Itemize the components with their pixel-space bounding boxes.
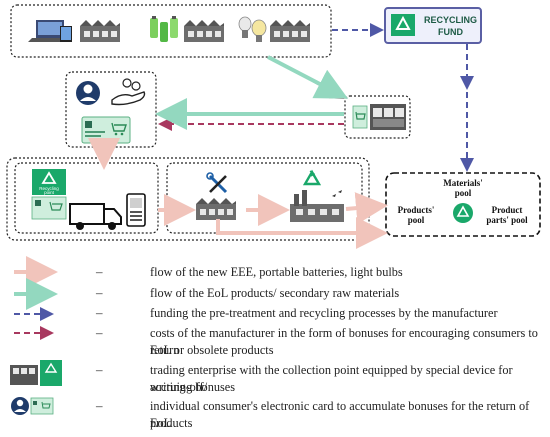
recycling-plant-icon (290, 190, 344, 222)
legend-dash: – (96, 362, 103, 377)
legend-dash: – (96, 285, 103, 300)
legend-consumer-card-icon (11, 397, 54, 415)
collection-point-box (14, 162, 159, 234)
parts-pool-label-line2: parts' pool (486, 215, 528, 225)
flow-arrow (345, 192, 388, 225)
trading-enterprise-box (344, 95, 411, 139)
pools-box (385, 172, 541, 237)
hand-coins-icon (111, 78, 146, 106)
products-pool-label-line1: Products' (398, 205, 435, 215)
materials-pool-label-line2: pool (455, 188, 472, 198)
recycling-point-label-line2: point (44, 190, 55, 195)
fund-label-line1: RECYCLING (424, 15, 477, 25)
factory-icon (270, 20, 310, 42)
batteries-icon (150, 16, 178, 42)
legend-dash: – (96, 305, 103, 320)
legend-item-funding: – funding the pre-treatment and recyclin… (0, 305, 550, 325)
factory-icon (184, 20, 224, 42)
parts-pool-label-line1: Product (492, 205, 523, 215)
legend-label-continued: accruing bonuses (150, 380, 236, 394)
products-pool-label-line2: pool (408, 215, 425, 225)
legend-label: individual consumer's electronic card to… (150, 399, 530, 430)
recycling-point-card: Recycling point (31, 169, 67, 220)
recycle-symbol-icon (303, 169, 321, 186)
tools-icon (206, 172, 228, 194)
legend-label-continued: products (150, 416, 193, 430)
recycle-logo-icon (391, 14, 415, 36)
legend-label: flow of the EoL products/ secondary raw … (150, 286, 400, 300)
legend-label: flow of the new EEE, portable batteries,… (150, 265, 403, 279)
materials-pool-label-line1: Materials' (443, 178, 483, 188)
legend-dash: – (96, 398, 103, 413)
legend-item-consumer-card: – individual consumer's electronic card … (0, 398, 550, 436)
delivery-truck-icon (69, 203, 122, 230)
legend-label: costs of the manufacturer in the form of… (150, 326, 538, 357)
pools-recycle-icon (453, 203, 473, 223)
recycling-plant-box (166, 162, 363, 234)
legend-dash: – (96, 325, 103, 340)
manufacturers-box (10, 4, 332, 58)
consumer-card-icon (81, 116, 131, 144)
legend-item-eol-flow: – flow of the EoL products/ secondary ra… (0, 285, 550, 305)
light-bulbs-icon (238, 16, 267, 42)
legend-dash: – (96, 264, 103, 279)
pretreatment-factory-icon (196, 198, 236, 220)
legend-item-new-flow: – flow of the new EEE, portable batterie… (0, 264, 550, 284)
consumer-avatar-icon (76, 81, 100, 105)
cart-card-icon (352, 105, 368, 129)
legend-item-trading-enterprise: – trading enterprise with the collection… (0, 362, 550, 400)
legend-label: funding the pre-treatment and recycling … (150, 306, 498, 320)
new-products-arrow (267, 55, 349, 99)
legend-trading-enterprise-icon (10, 360, 62, 386)
legend-label: trading enterprise with the collection p… (150, 363, 513, 394)
flow-arrow (216, 217, 388, 249)
collection-processing-outer-box (6, 157, 370, 241)
factory-icon (80, 20, 120, 42)
legend-label-continued: EoL or obsolete products (150, 343, 274, 357)
fund-label-line2: FUND (438, 27, 463, 37)
legend-item-bonus: – costs of the manufacturer in the form … (0, 325, 550, 363)
collection-terminal-icon (126, 193, 146, 227)
shop-icon (370, 104, 406, 130)
laptop-tablet-icon (28, 20, 72, 42)
recycling-point-label-line1: Recycling (39, 186, 59, 191)
